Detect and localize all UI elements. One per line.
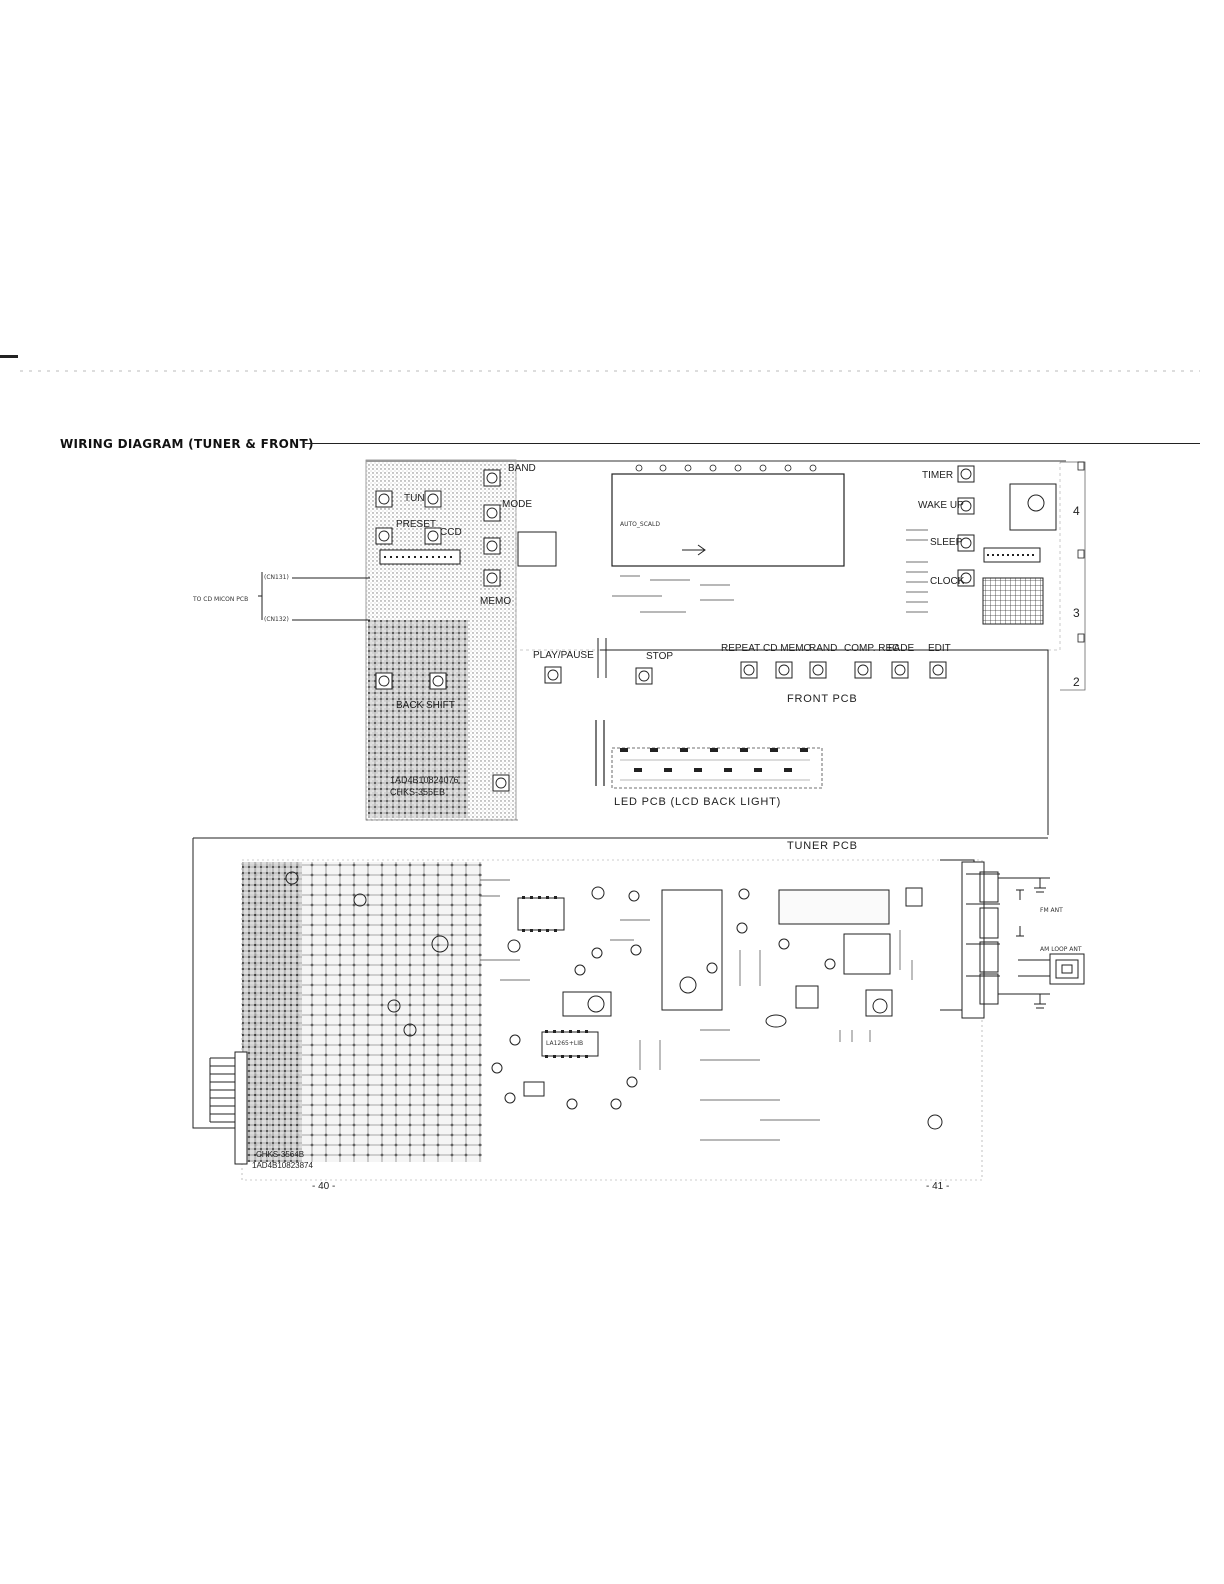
clock-label: CLOCK	[930, 576, 965, 587]
front-board-model: CHKS-356EB	[390, 787, 446, 797]
to-cd-micon-label: TO CD MICON PCB	[193, 596, 249, 603]
led-pcb-title: LED PCB (LCD BACK LIGHT)	[614, 796, 782, 808]
mode-label: MODE	[502, 499, 532, 510]
tuner-pcb-title: TUNER PCB	[787, 840, 858, 852]
fade-label: FADE	[888, 643, 915, 654]
memo-label: MEMO	[480, 596, 512, 607]
fm-ant-label: FM ANT	[1040, 907, 1063, 914]
side-number-2: 2	[1073, 675, 1080, 689]
side-number-3: 3	[1073, 606, 1080, 620]
cd-memo-label: CD MEMO	[763, 643, 812, 654]
front-pcb-board	[258, 459, 1086, 835]
stop-label: STOP	[646, 651, 674, 662]
cn131-label: (CN131)	[264, 574, 289, 581]
sleep-label: SLEEP	[930, 537, 963, 548]
play-pause-label: PLAY/PAUSE	[533, 650, 594, 661]
scan-noise	[20, 370, 1200, 372]
ccd-label: CCD	[440, 527, 462, 538]
comp-rec-label: COMP. REC	[844, 643, 900, 654]
page-number-right: - 41 -	[926, 1181, 950, 1192]
band-label: BAND	[508, 463, 536, 474]
page-number-left: - 40 -	[312, 1181, 336, 1192]
title-divider	[305, 443, 1200, 444]
edit-label: EDIT	[928, 643, 951, 654]
led-pcb-board	[595, 720, 823, 789]
scan-artifact	[0, 355, 18, 358]
lcd-text: AUTO_SCALD	[620, 521, 660, 528]
repeat-label: REPEAT	[721, 643, 761, 654]
tuner-pcb-board	[192, 837, 1085, 1181]
tuner-board-model: CHKS-3564B	[256, 1150, 305, 1159]
tuner-ic-label: LA1265+LIB	[546, 1040, 584, 1047]
wake-up-label: WAKE UP	[918, 500, 964, 511]
am-loop-ant-label: AM LOOP ANT	[1040, 946, 1082, 953]
timer-label: TIMER	[922, 470, 954, 481]
back-shift-label: BACK SHIFT	[396, 700, 455, 711]
side-number-4: 4	[1073, 504, 1080, 518]
rand-label: RAND	[809, 643, 838, 654]
front-pcb-title: FRONT PCB	[787, 693, 858, 705]
tun-label: TUN	[404, 493, 425, 504]
tuner-board-code: 1AD4B10823874	[252, 1161, 313, 1170]
preset-label: PRESET	[396, 519, 437, 530]
cn132-label: (CN132)	[264, 616, 289, 623]
page-title: WIRING DIAGRAM (TUNER & FRONT)	[60, 437, 314, 451]
front-board-code: 1AD4B10824076	[390, 775, 459, 785]
